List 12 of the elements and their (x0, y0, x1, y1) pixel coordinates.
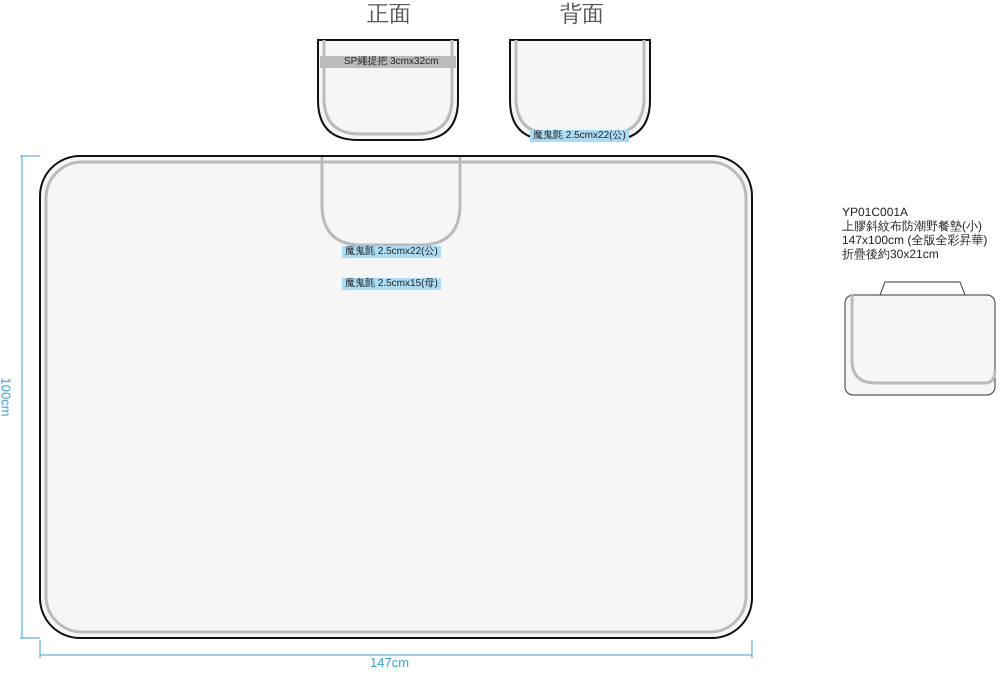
folded-size-note: 折疊後約30x21cm (842, 247, 939, 261)
dimension-label: 147cm (370, 656, 410, 670)
size-note: 147x100cm (全版全彩昇華) (842, 233, 988, 247)
product-code: YP01C001A (842, 205, 908, 219)
view-title: 背面 (560, 0, 604, 28)
velcro-label: 魔鬼氈 2.5cmx15(母) (342, 278, 441, 290)
handle-label: SP繩提把 3cmx32cm (344, 56, 438, 68)
velcro-label: 魔鬼氈 2.5cmx22(公) (530, 130, 629, 142)
view-title: 正面 (367, 0, 411, 28)
dimension-label: 100cm (0, 377, 13, 417)
product-name: 上膠斜紋布防潮野餐墊(小) (842, 219, 982, 233)
velcro-label: 魔鬼氈 2.5cmx22(公) (342, 246, 441, 258)
